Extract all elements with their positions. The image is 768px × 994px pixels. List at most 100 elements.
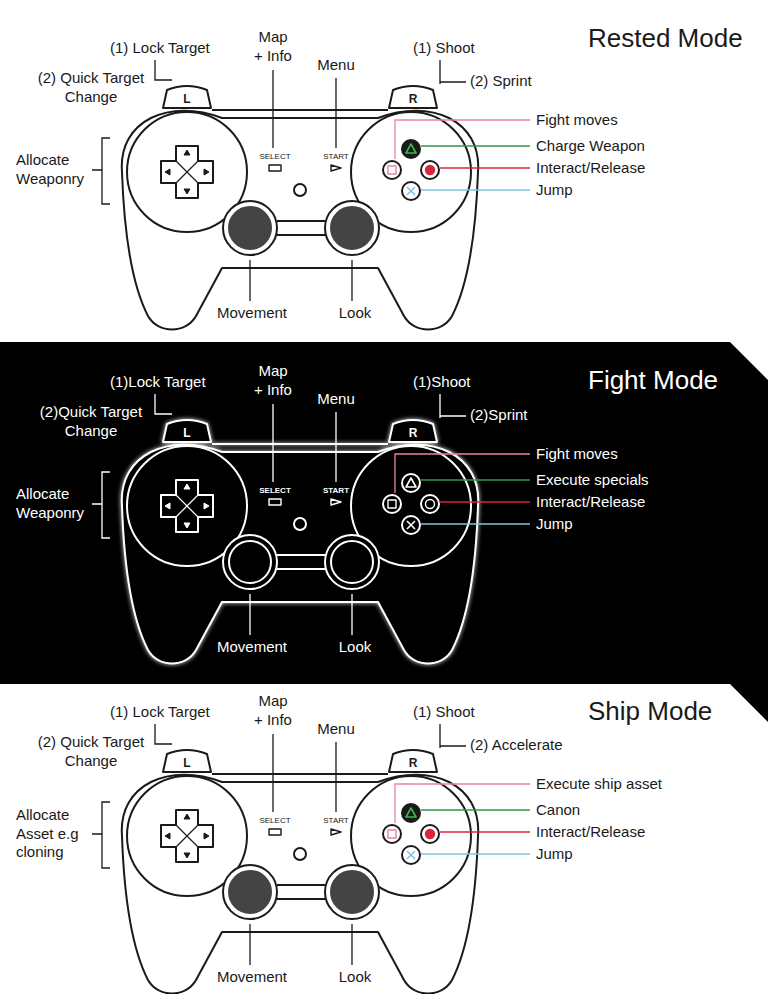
button-callout: Map + Info (252, 692, 294, 730)
select-button (269, 829, 281, 835)
fight-band (0, 342, 768, 722)
stick-cap (331, 541, 373, 583)
leader-line (351, 260, 352, 301)
select-button (269, 165, 281, 171)
d-pad-arrows (165, 484, 209, 528)
d-pad-arrows (165, 814, 209, 858)
leader-line (421, 809, 530, 810)
d-pad (161, 810, 213, 862)
button-callout: Interact/Release (536, 823, 645, 842)
square-button (383, 825, 401, 843)
leader-line (440, 501, 530, 502)
button-callout: (2) Sprint (470, 72, 532, 91)
stick-bridge (277, 221, 325, 235)
d-pad (161, 146, 213, 198)
leader-line (249, 924, 250, 965)
leader-line (92, 802, 110, 868)
button-callout: (1) Shoot (413, 703, 475, 722)
left-bumper (163, 420, 211, 442)
leader-line (440, 394, 466, 418)
leader-line (92, 138, 110, 204)
leader-line (421, 189, 530, 190)
leader-lines (92, 394, 530, 635)
mode-title: Rested Mode (588, 24, 743, 53)
start-button (331, 165, 341, 171)
leader-line (249, 594, 250, 635)
leader-line (351, 924, 352, 965)
stick-bridge (277, 885, 325, 899)
stick-cap (331, 871, 373, 913)
controller-figure (92, 60, 530, 330)
cross-button (402, 846, 420, 864)
analog-stick (325, 865, 379, 919)
button-print: START (323, 816, 348, 826)
controller-body (122, 111, 478, 330)
cross-button (402, 516, 420, 534)
mode-title: Fight Mode (588, 366, 718, 395)
button-callout: Charge Weapon (536, 137, 645, 156)
leader-line (351, 594, 352, 635)
analog-stick (223, 201, 277, 255)
stick-callout: Movement (217, 304, 287, 323)
stick-cap (229, 871, 271, 913)
stick-callout: Look (339, 304, 372, 323)
button-callout: (1) Lock Target (110, 703, 210, 722)
select-button (269, 499, 281, 505)
leader-line (395, 454, 530, 493)
button-callout: (2) Quick Target Change (36, 69, 146, 107)
bumper-letter: L (183, 426, 190, 441)
home-button (294, 518, 306, 530)
stick-cap (331, 207, 373, 249)
bumper-letter: R (409, 92, 418, 107)
mode-panel: Ship Mode (0, 684, 768, 994)
bracket-callout: Allocate Weaponry (16, 151, 94, 189)
home-button (294, 848, 306, 860)
button-callout: Menu (317, 390, 355, 409)
home-button (294, 184, 306, 196)
right-bumper (389, 86, 437, 108)
leader-line (249, 260, 250, 301)
leader-line (440, 724, 466, 748)
button-callout: (1) Shoot (413, 39, 475, 58)
leader-line (155, 394, 172, 414)
leader-line (440, 831, 530, 832)
analog-stick (223, 865, 277, 919)
right-bumper (389, 420, 437, 442)
leader-line (272, 70, 273, 148)
mode-title: Ship Mode (588, 697, 712, 726)
button-print: SELECT (259, 486, 291, 496)
leader-line (421, 853, 530, 854)
button-callout: Jump (536, 515, 573, 534)
left-bumper (163, 750, 211, 772)
button-print: START (323, 486, 349, 496)
stick-callout: Look (339, 638, 372, 657)
start-button (331, 499, 341, 505)
bumper-letter: L (183, 92, 190, 107)
analog-stick (325, 535, 379, 589)
controller (122, 420, 478, 664)
cross-button (402, 182, 420, 200)
stick-callout: Movement (217, 638, 287, 657)
button-callout: (1)Shoot (413, 373, 471, 392)
button-callout: (2)Sprint (470, 406, 528, 425)
controller (122, 86, 478, 330)
stick-bridge (277, 555, 325, 569)
triangle-button (402, 804, 420, 822)
stick-cap (229, 207, 271, 249)
button-print: START (323, 152, 348, 162)
leader-line (92, 472, 110, 538)
button-callout: (1) Lock Target (110, 39, 210, 58)
leader-line (335, 742, 336, 812)
leader-line (395, 784, 530, 823)
leader-line (272, 404, 273, 482)
controller (122, 750, 478, 994)
bracket-callout: Allocate Weaponry (16, 485, 94, 523)
controller-figure (92, 724, 530, 994)
bracket-callout: Allocate Asset e.g cloning (16, 806, 94, 862)
button-callout: (1)Lock Target (110, 373, 206, 392)
button-callout: Menu (317, 720, 355, 739)
button-callout: Menu (317, 56, 355, 75)
button-callout: (2) Quick Target Change (36, 733, 146, 771)
button-callout: Jump (536, 845, 573, 864)
leader-lines (92, 60, 530, 301)
